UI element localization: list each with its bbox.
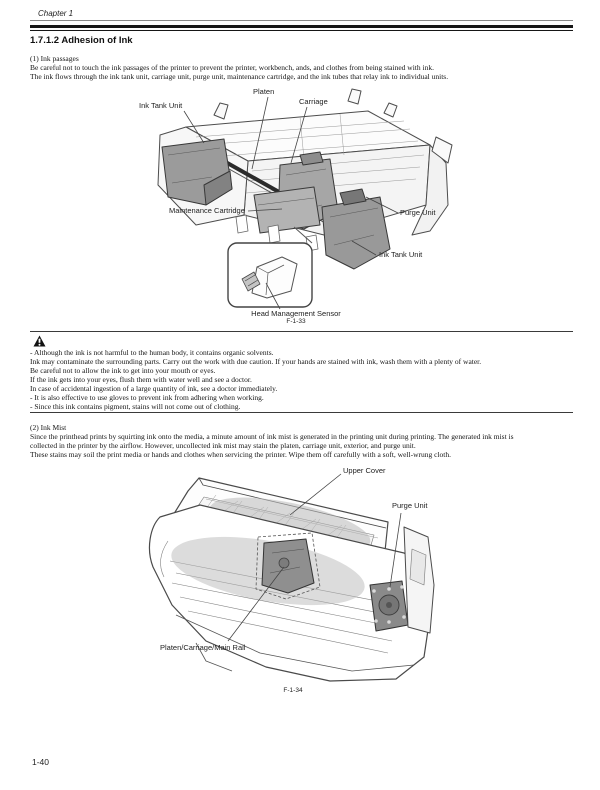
warning-rule-bottom xyxy=(30,412,573,413)
page-number: 1-40 xyxy=(32,757,50,767)
chassis-post xyxy=(347,88,362,105)
chassis-right-tab xyxy=(431,136,453,164)
open-printer-drawing xyxy=(148,473,435,682)
warning-line: - It is also effective to use gloves to … xyxy=(30,393,264,402)
right-assembly-block xyxy=(321,196,391,270)
header-rule-thin xyxy=(30,29,573,31)
label-ink-tank-unit-left: Ink Tank Unit xyxy=(139,101,183,110)
leader-lines xyxy=(183,96,399,310)
section-title: 1.7.1.2 Adhesion of Ink xyxy=(30,35,133,46)
warning-line: If the ink gets into your eyes, flush th… xyxy=(30,375,252,384)
label-platen: Platen xyxy=(253,87,275,96)
label-purge-unit: Purge Unit xyxy=(392,501,428,510)
carriage-outline-dashed xyxy=(255,532,321,600)
chassis-post xyxy=(213,102,229,120)
chassis-post xyxy=(383,102,398,118)
ink-mist-paragraph: (2) Ink Mist Since the printhead prints … xyxy=(30,423,590,459)
maintenance-cartridge-block xyxy=(253,186,321,234)
body-line: collected in the printer by the airflow.… xyxy=(30,441,416,450)
ink-mist-heading: (2) Ink Mist xyxy=(30,423,67,432)
chapter-header: Chapter 1 xyxy=(38,9,74,18)
label-carriage: Carriage xyxy=(299,97,328,106)
warning-rule-top xyxy=(30,331,573,332)
label-upper-cover: Upper Cover xyxy=(343,466,386,475)
body-line: Since the printhead prints by squirting … xyxy=(30,432,514,441)
warning-icon xyxy=(33,335,46,347)
leader-lines xyxy=(227,473,402,642)
warning-line: Be careful not to allow the ink to get i… xyxy=(30,366,216,375)
warning-line: - Since this ink contains pigment, stain… xyxy=(30,402,241,411)
warning-line: In case of accidental ingestion of a lar… xyxy=(30,384,278,393)
body-line: The ink flows through the ink tank unit,… xyxy=(30,72,449,81)
figure-2: Upper Cover Purge Unit Platen/Carriage/M… xyxy=(0,465,600,700)
warning-line: - Although the ink is not harmful to the… xyxy=(30,348,274,357)
header-rule-thick xyxy=(30,25,573,28)
body-line: Be careful not to touch the ink passages… xyxy=(30,63,434,72)
chassis-right-end xyxy=(411,144,449,236)
figure-2-caption: F-1-34 xyxy=(283,687,303,694)
figure-1-caption: F-1-33 xyxy=(286,318,306,325)
label-head-management-sensor: Head Management Sensor xyxy=(251,309,341,318)
printer-chassis-drawing xyxy=(157,88,453,310)
label-maintenance-cartridge: Maintenance Cartridge xyxy=(169,206,245,215)
purge-unit-dots xyxy=(372,585,406,624)
warning-line: Ink may contaminate the surrounding part… xyxy=(30,357,482,366)
ink-passages-paragraph: (1) Ink passages Be careful not to touch… xyxy=(30,54,590,81)
label-purge-unit: Purge Unit xyxy=(400,208,436,217)
warning-paragraph: - Although the ink is not harmful to the… xyxy=(30,348,590,411)
header-hairline xyxy=(30,20,573,21)
figure-1: Platen Carriage Ink Tank Unit Maintenanc… xyxy=(0,85,600,330)
ink-passages-heading: (1) Ink passages xyxy=(30,54,79,63)
label-ink-tank-unit-right: Ink Tank Unit xyxy=(379,250,423,259)
body-line: These stains may soil the print media or… xyxy=(30,450,451,459)
label-platen-carriage-main-rail: Platen/Carriage/Main Rail xyxy=(160,643,246,652)
